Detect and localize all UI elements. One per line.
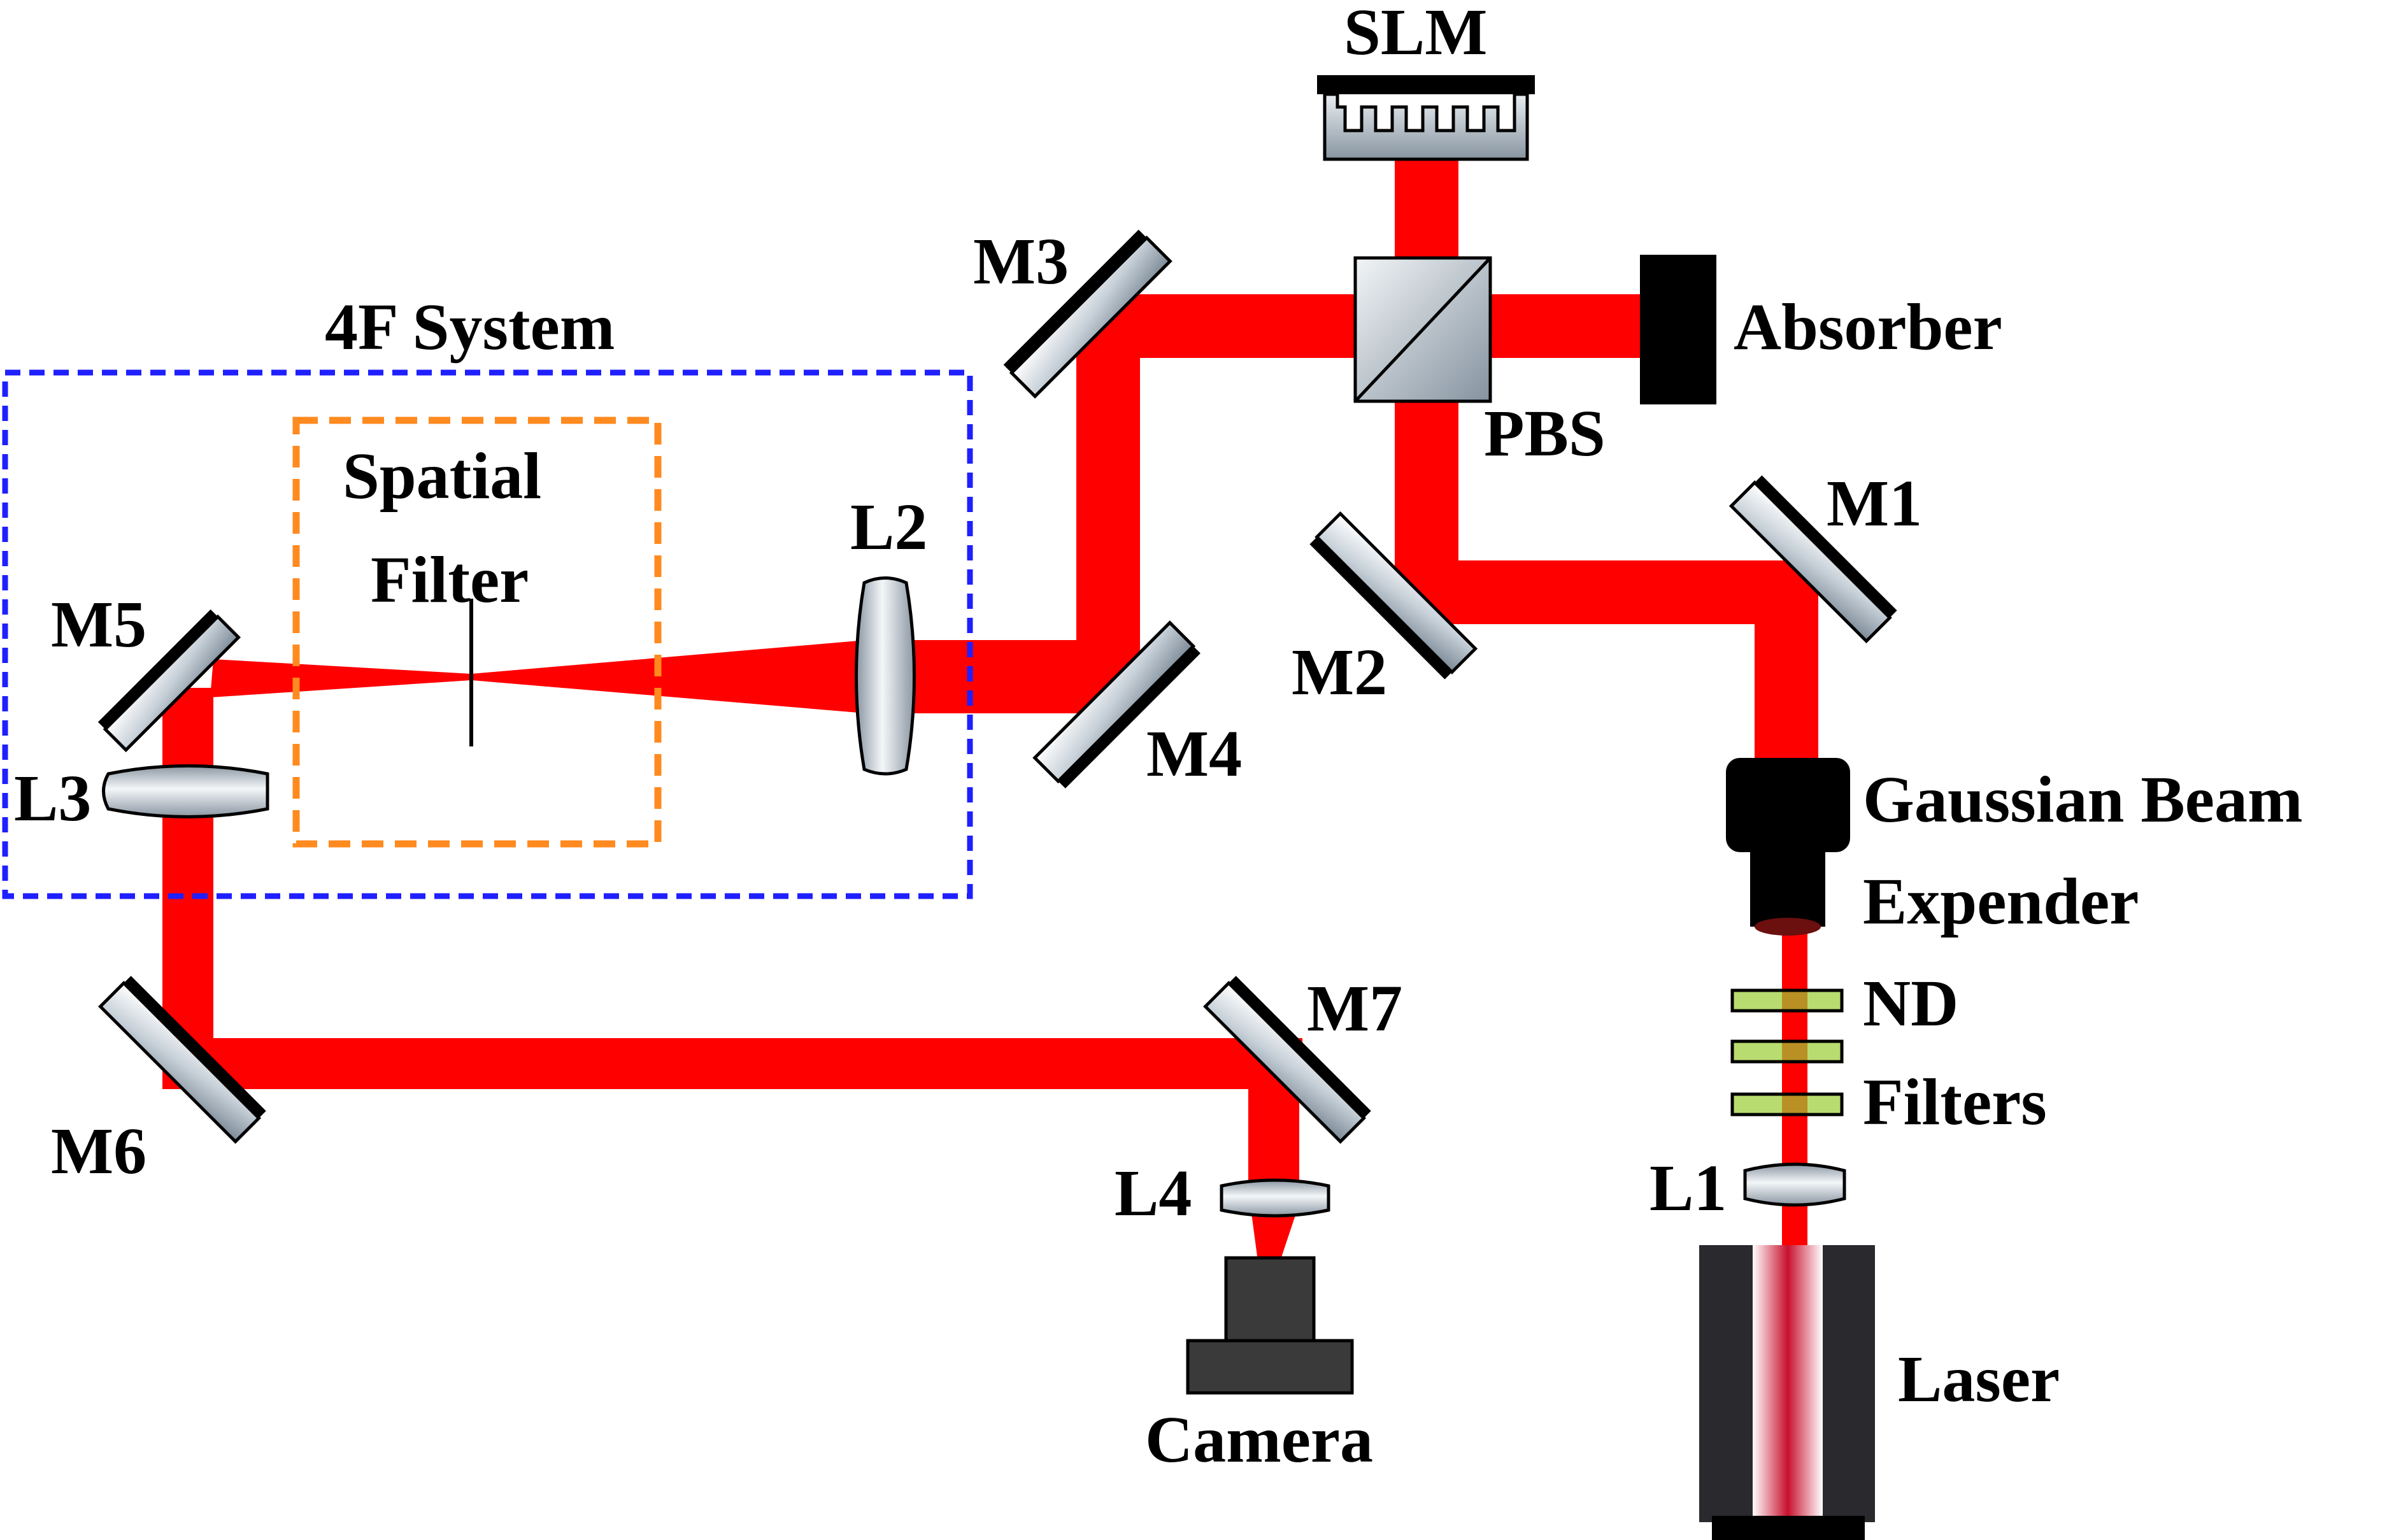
mirror-m7 [1203,976,1371,1144]
lens-l1 [1743,1162,1846,1207]
nd-filter-2 [1730,1039,1844,1064]
beam-m1-to-m2 [1395,560,1818,624]
beam-focus-to-m5 [210,659,471,697]
nd-filter-1 [1730,988,1844,1013]
mirror-m1 [1728,475,1897,644]
nd-filters [1730,988,1844,1116]
gaussian-beam-expander [1726,758,1850,936]
label-pbs: PBS [1484,397,1606,470]
label-spatial-filter-line2: Filter [371,543,529,617]
nd-filter-3 [1730,1092,1844,1116]
beam-m6-to-m7 [162,1038,1302,1089]
polarizing-beam-splitter [1353,256,1492,403]
laser [1699,1245,1875,1540]
label-laser: Laser [1898,1343,2060,1416]
label-camera: Camera [1145,1403,1373,1476]
absorber [1640,255,1716,404]
mirror-m3 [1003,229,1172,399]
label-m4: M4 [1146,717,1242,790]
label-nd-line2: Filters [1863,1066,2047,1139]
beam-m3-to-m4 [1076,294,1140,670]
four-f-system-box [2,369,973,899]
label-m6: M6 [51,1115,146,1188]
label-m5: M5 [51,588,146,661]
lens-l2 [855,576,916,776]
mirror-m6 [98,976,266,1144]
label-m3: M3 [973,225,1069,298]
mirror-m4 [1032,620,1201,788]
lens-l4 [1220,1178,1330,1218]
label-m7: M7 [1307,972,1402,1045]
label-l4: L4 [1115,1157,1192,1230]
beam-l4-to-camera [1251,1213,1296,1261]
label-four-f-system: 4F System [325,290,615,364]
beam-l2-to-focus [471,640,866,713]
label-beam-expander-line1: Gaussian Beam [1863,763,2303,836]
lens-l3 [102,764,269,818]
mirror-m5 [97,609,241,753]
label-l3: L3 [14,762,91,835]
label-beam-expander-line2: Expender [1863,865,2139,938]
spatial-light-modulator [1317,75,1535,161]
mirror-m2 [1309,511,1478,680]
label-m1: M1 [1827,467,1922,540]
beam-m5-to-m6 [162,688,213,1076]
label-spatial-filter-line1: Spatial [343,439,541,513]
label-slm: SLM [1344,0,1487,69]
label-l1: L1 [1650,1151,1727,1225]
beam-pbs-to-absorber [1484,294,1643,358]
spatial-filter-box [292,417,662,848]
label-nd-line1: ND [1863,967,1958,1040]
label-l2: L2 [850,490,927,564]
label-absorber: Absorber [1734,290,2002,364]
camera [1186,1256,1354,1395]
label-m2: M2 [1292,636,1387,709]
